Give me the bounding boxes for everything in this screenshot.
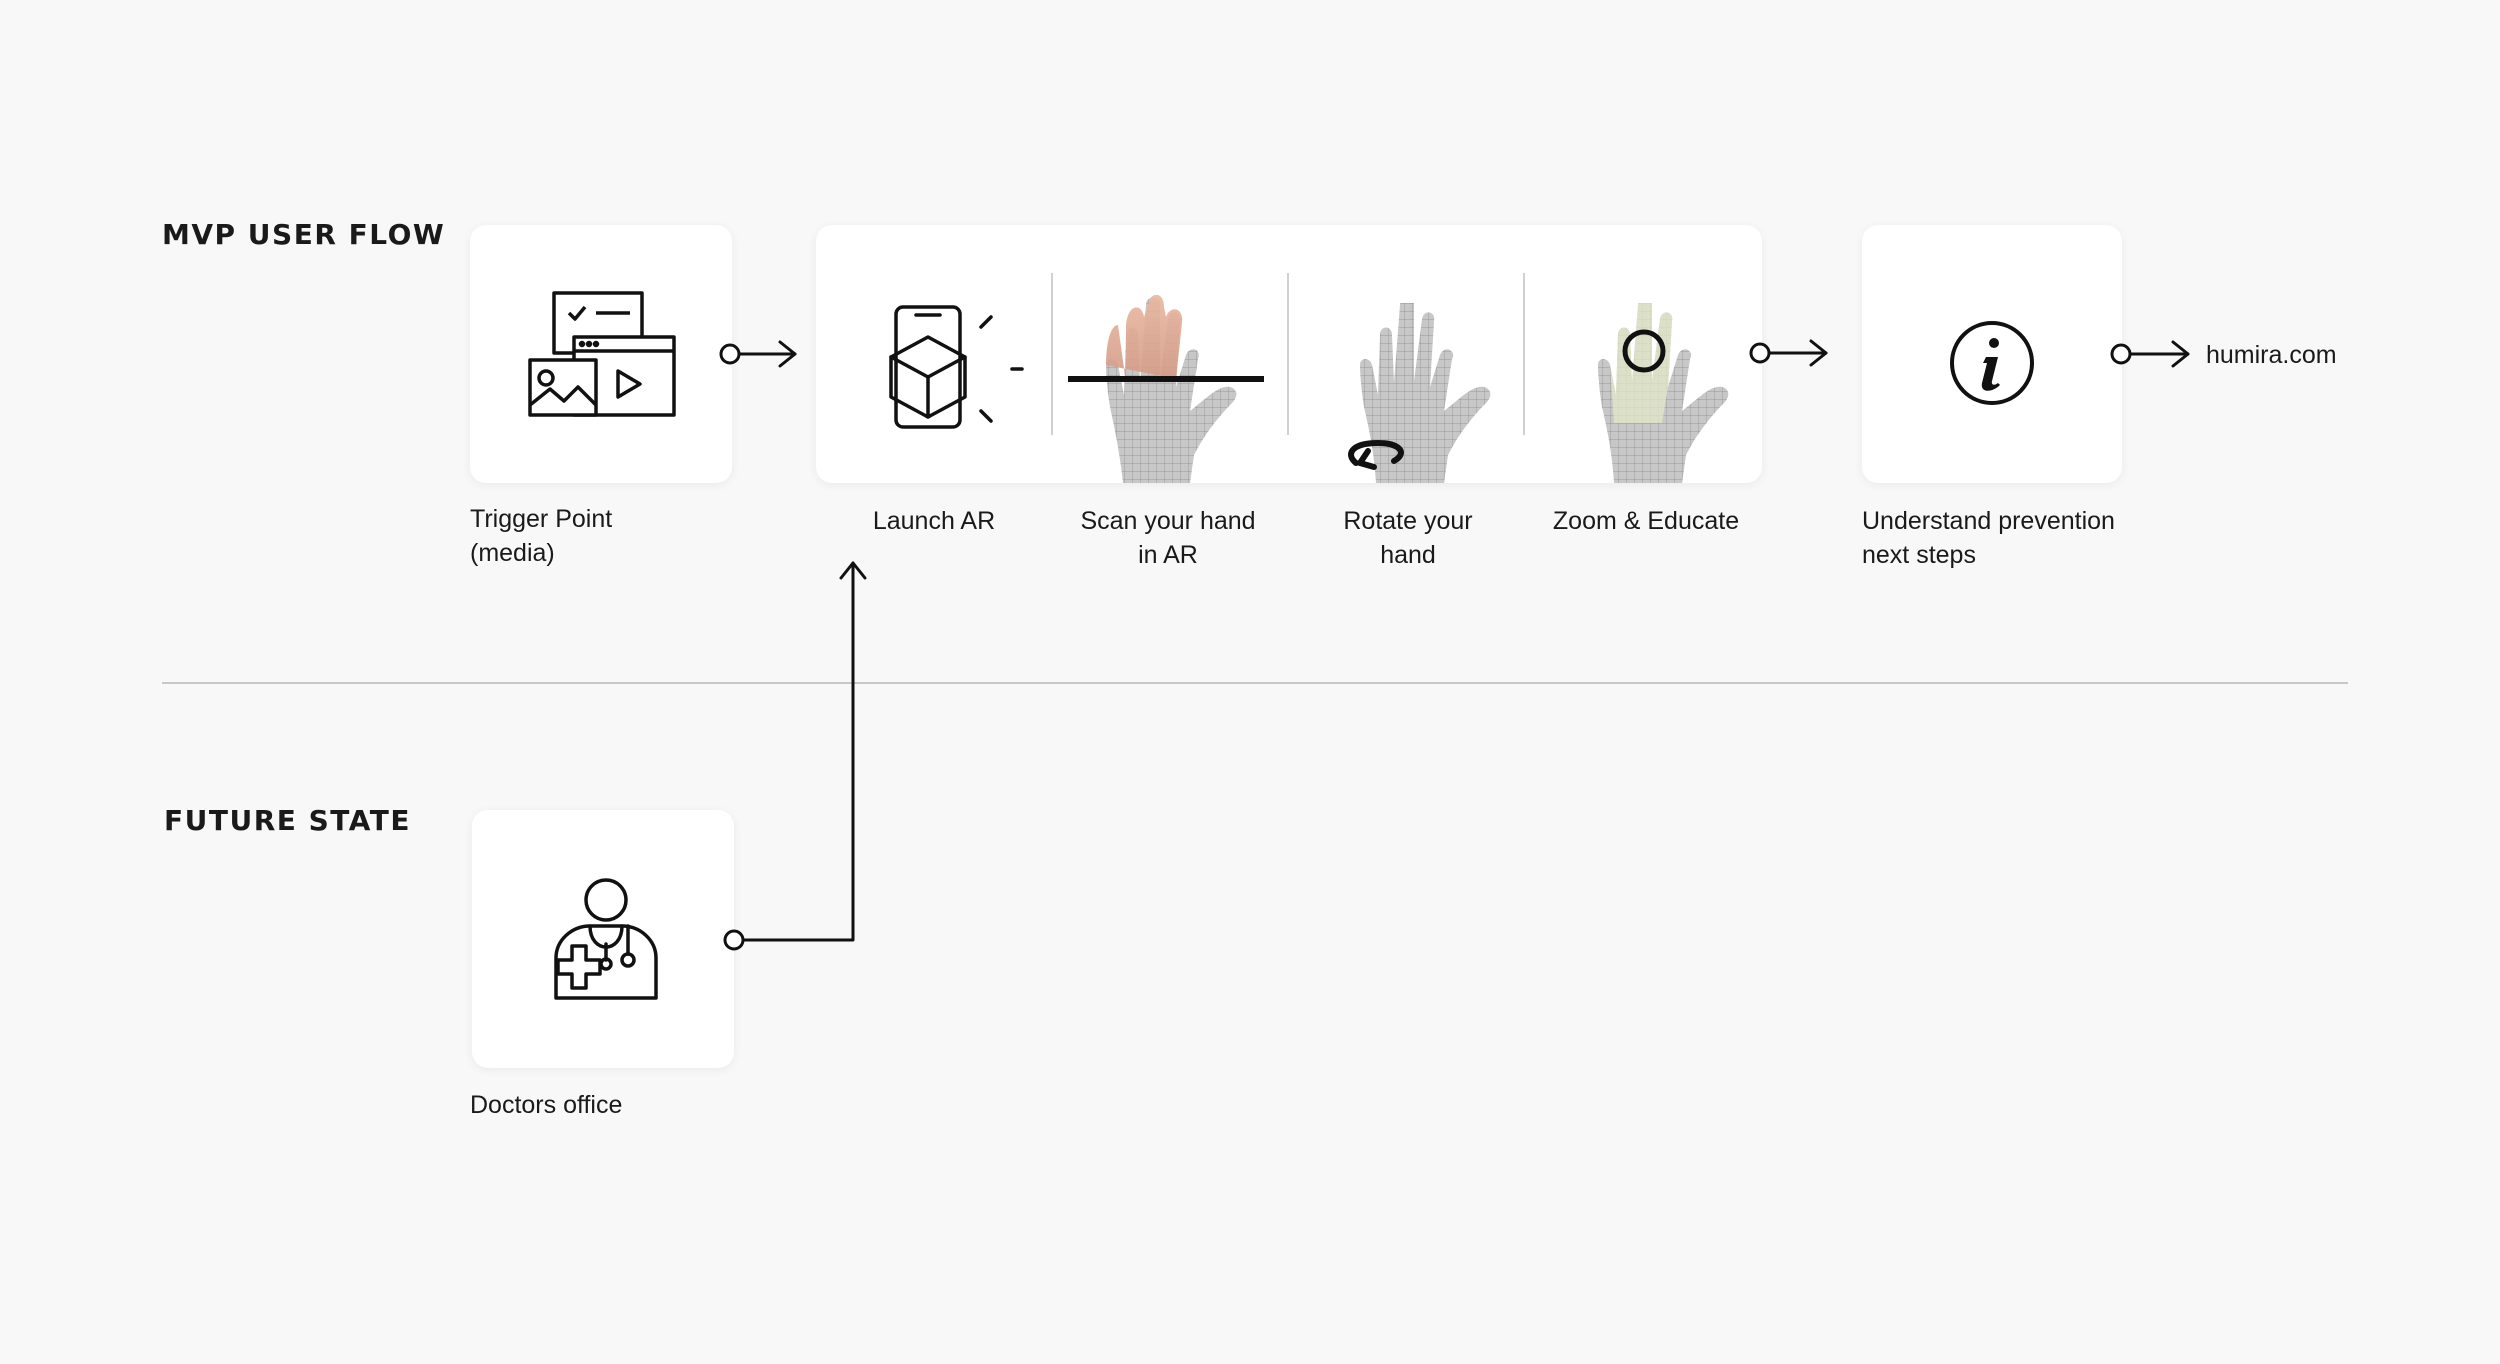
- hand-zoom-icon: [1598, 303, 1729, 483]
- media-collage-icon: [528, 291, 676, 417]
- ar-step-separator: [1287, 273, 1289, 435]
- label-scan-hand: Scan your hand in AR: [1080, 507, 1256, 569]
- understand-prevention-card[interactable]: [1862, 225, 2122, 483]
- trigger-point-card[interactable]: [470, 225, 732, 483]
- section-divider: [162, 682, 2348, 684]
- connector-node: [723, 929, 745, 951]
- doctors-office-card[interactable]: [472, 810, 734, 1068]
- phone-ar-icon: [889, 305, 1024, 429]
- label-understand-prevention: Understand prevention next steps: [1862, 507, 2115, 569]
- hand-scan-icon: [1068, 295, 1264, 483]
- ar-experience-card[interactable]: [816, 225, 1762, 483]
- label-zoom-educate: Zoom & Educate: [1552, 507, 1740, 535]
- label-rotate-hand: Rotate your hand: [1343, 507, 1473, 569]
- destination-link[interactable]: humira.com: [2206, 341, 2337, 369]
- info-icon: [1950, 321, 2034, 405]
- label-trigger-point: Trigger Point (media): [470, 505, 613, 567]
- future-section-title: FUTURE STATE: [164, 804, 411, 837]
- label-launch-ar: Launch AR: [872, 507, 996, 535]
- doctor-icon: [554, 878, 658, 1000]
- connector-node: [719, 343, 741, 365]
- mvp-section-title: MVP USER FLOW: [162, 218, 446, 251]
- hand-rotate-icon: [1348, 303, 1491, 483]
- connector-node: [1749, 342, 1771, 364]
- ar-step-separator: [1523, 273, 1525, 435]
- ar-step-separator: [1051, 273, 1053, 435]
- label-doctors-office: Doctors office: [470, 1091, 623, 1119]
- connector-node: [2110, 343, 2132, 365]
